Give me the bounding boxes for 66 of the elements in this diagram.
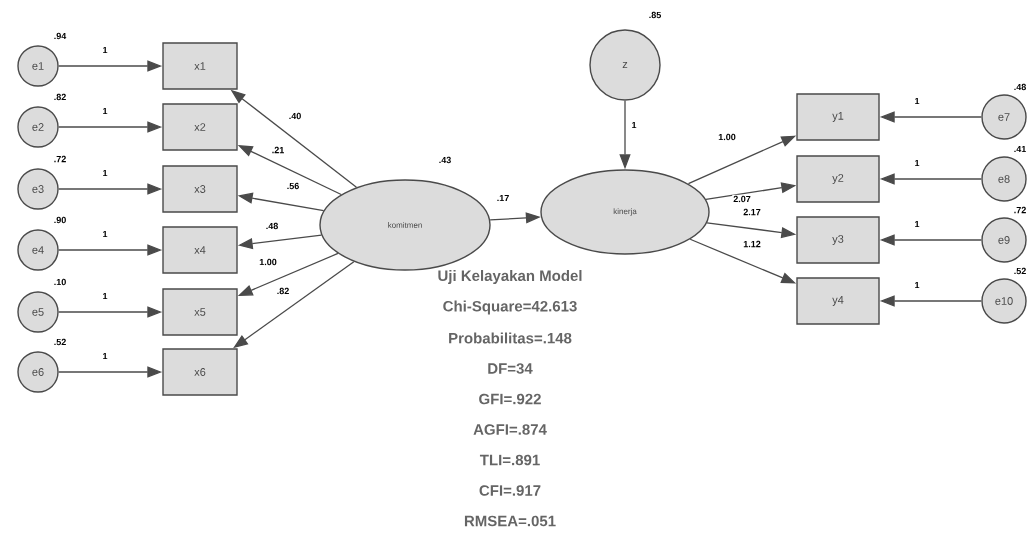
ellipse-node: komitmen	[319, 179, 491, 271]
fit-statistic: AGFI=.874	[473, 424, 547, 435]
fit-statistic: Probabilitas=.148	[449, 332, 572, 344]
edge-label: 1	[103, 46, 108, 54]
variance-label: .72	[54, 155, 66, 163]
fit-statistic: Chi-Square=42.613	[443, 300, 577, 315]
edge-label: 2.17	[743, 208, 761, 216]
variable-box: y1	[796, 93, 880, 141]
circle-node: e4	[17, 229, 59, 271]
circle-node: e1	[17, 45, 59, 87]
circle-node: e5	[17, 291, 59, 333]
ellipse-node: kinerja	[540, 169, 710, 255]
edge-label: 1	[915, 220, 920, 228]
variance-label: .10	[54, 278, 66, 286]
edge-label: 1	[103, 352, 108, 360]
circle-node: e9	[981, 217, 1027, 263]
variance-label: .90	[54, 216, 66, 224]
variable-box: y2	[796, 155, 880, 203]
variance-label: .82	[54, 93, 66, 101]
variance-label: .52	[1014, 267, 1026, 275]
variable-box: x6	[162, 348, 238, 396]
edge-label: 1	[632, 121, 637, 129]
edge-label: .40	[289, 112, 301, 120]
variable-box: x2	[162, 103, 238, 151]
edge-label: .56	[287, 182, 299, 190]
fit-statistic: GFI=.922	[479, 393, 541, 405]
variance-label: .72	[1014, 206, 1026, 214]
edge-label: .82	[277, 287, 289, 295]
variable-box: x5	[162, 288, 238, 336]
circle-node: e6	[17, 351, 59, 393]
circle-node: e10	[981, 278, 1027, 324]
circle-node: e8	[981, 156, 1027, 202]
edge-label: 1	[103, 230, 108, 238]
edge-label: 1.12	[743, 240, 761, 248]
variable-box: x1	[162, 42, 238, 90]
edge-label: .21	[272, 146, 284, 154]
variance-label: .48	[1014, 83, 1026, 91]
circle-node: e2	[17, 106, 59, 148]
edge-label: 1	[915, 159, 920, 167]
edge-label: 2.07	[733, 195, 751, 203]
edge-label: 1	[103, 107, 108, 115]
fit-statistic: TLI=.891	[479, 454, 540, 466]
edge-label: 1.00	[718, 133, 736, 141]
edge-label: 1	[915, 97, 920, 105]
variance-label: .52	[54, 338, 66, 346]
edge-label: .17	[497, 194, 509, 202]
edge-label: 1.00	[259, 258, 277, 266]
variance-label: .41	[1014, 145, 1026, 153]
circle-node: e7	[981, 94, 1027, 140]
edge-label: 1	[103, 292, 108, 300]
edge-label: .48	[266, 222, 278, 230]
circle-node: z	[589, 29, 661, 101]
variable-box: y4	[796, 277, 880, 325]
fit-statistic: Uji Kelayakan Model	[438, 270, 582, 284]
variance-label: .94	[54, 32, 67, 40]
variance-label: .43	[439, 156, 451, 164]
variable-box: x4	[162, 226, 238, 274]
variable-box: y3	[796, 216, 880, 264]
variable-box: x3	[162, 165, 238, 213]
circle-node: e3	[17, 168, 59, 210]
fit-statistic: DF=34	[488, 363, 533, 374]
edge-label: 1	[915, 281, 920, 289]
edge-label: 1	[103, 169, 108, 177]
variance-label: .85	[649, 11, 661, 19]
fit-statistic: CFI=.917	[479, 485, 541, 496]
fit-statistic: RMSEA=.051	[464, 515, 556, 527]
